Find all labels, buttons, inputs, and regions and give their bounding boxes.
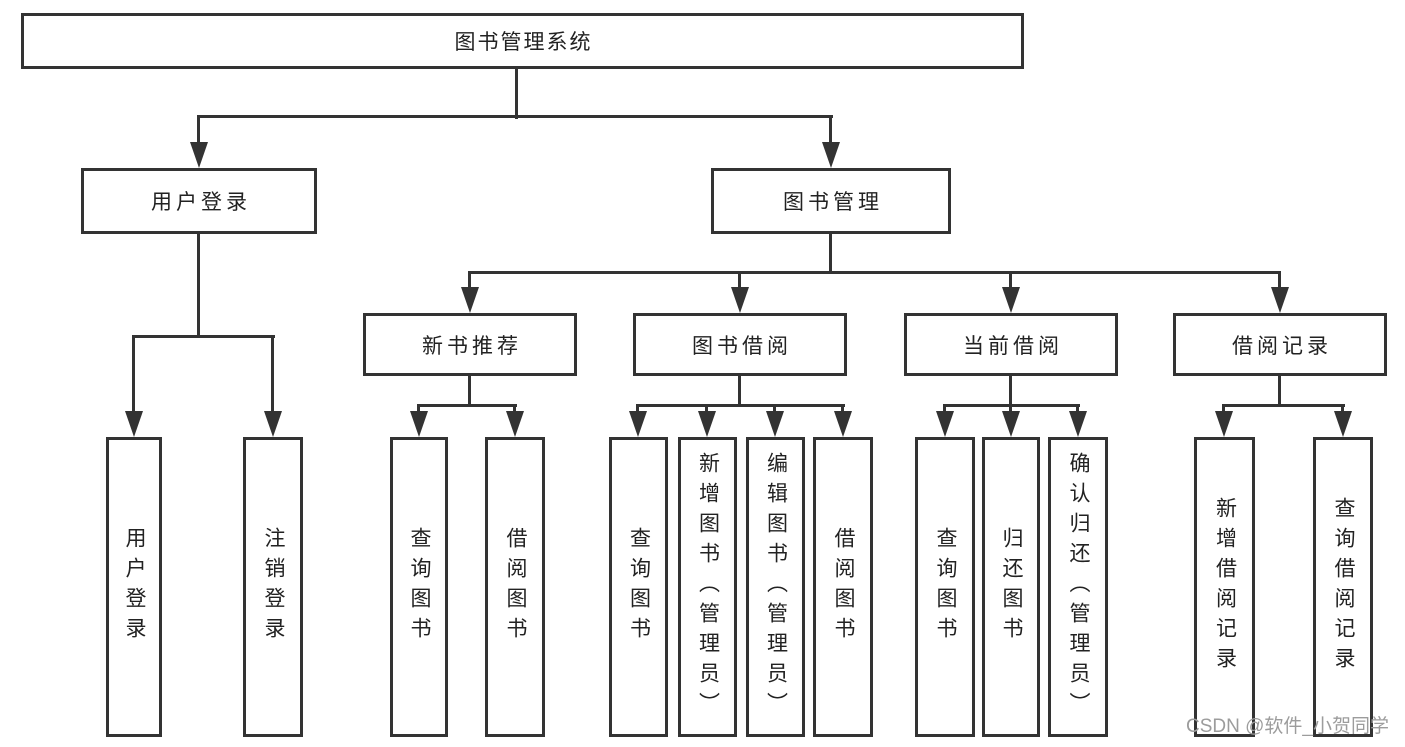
arrowhead-icon	[834, 411, 852, 437]
connector-line	[271, 337, 274, 414]
leaf-currentborrow-query: 查询图书	[915, 437, 975, 737]
connector-line	[197, 234, 200, 338]
arrowhead-icon	[461, 287, 479, 313]
connector-line	[1278, 273, 1281, 289]
node-borrow-records: 借阅记录	[1173, 313, 1387, 376]
connector-line	[1076, 406, 1079, 414]
node-book-management: 图书管理	[711, 168, 951, 234]
connector-line	[197, 115, 833, 118]
connector-line	[943, 404, 1080, 407]
arrowhead-icon	[506, 411, 524, 437]
connector-line	[773, 406, 776, 414]
node-new-books-label: 新书推荐	[422, 334, 522, 358]
arrowhead-icon	[1069, 411, 1087, 437]
arrowhead-icon	[125, 411, 143, 437]
connector-line	[132, 337, 135, 414]
arrowhead-icon	[1271, 287, 1289, 313]
connector-line	[1009, 376, 1012, 406]
arrowhead-icon	[766, 411, 784, 437]
arrowhead-icon	[264, 411, 282, 437]
connector-line	[738, 376, 741, 406]
node-user-login-label: 用户登录	[151, 191, 251, 214]
connector-line	[829, 234, 832, 274]
leaf-currentborrow-confirm: 确认归还（管理员）	[1048, 437, 1108, 737]
arrowhead-icon	[410, 411, 428, 437]
connector-line	[468, 271, 1281, 274]
arrowhead-icon	[822, 142, 840, 168]
arrowhead-icon	[936, 411, 954, 437]
connector-line	[829, 117, 832, 145]
connector-line	[1222, 406, 1225, 414]
leaf-bookborrow-borrow: 借阅图书	[813, 437, 873, 737]
leaf-records-add: 新增借阅记录	[1194, 437, 1255, 737]
arrowhead-icon	[1002, 411, 1020, 437]
node-borrow-records-label: 借阅记录	[1232, 334, 1332, 358]
connector-line	[636, 406, 639, 414]
node-root-label: 图书管理系统	[454, 31, 593, 54]
node-book-borrow: 图书借阅	[633, 313, 847, 376]
leaf-records-query: 查询借阅记录	[1313, 437, 1373, 737]
connector-line	[943, 406, 946, 414]
connector-line	[738, 273, 741, 289]
connector-line	[132, 335, 275, 338]
arrowhead-icon	[1334, 411, 1352, 437]
connector-line	[705, 406, 708, 414]
connector-line	[1009, 406, 1012, 414]
arrowhead-icon	[731, 287, 749, 313]
leaf-bookborrow-add: 新增图书（管理员）	[678, 437, 737, 737]
connector-line	[197, 117, 200, 145]
arrowhead-icon	[1215, 411, 1233, 437]
leaf-user-login: 用户登录	[106, 437, 162, 737]
leaf-newbooks-query: 查询图书	[390, 437, 448, 737]
connector-line	[468, 376, 471, 407]
leaf-currentborrow-return: 归还图书	[982, 437, 1040, 737]
node-current-borrow: 当前借阅	[904, 313, 1118, 376]
node-user-login: 用户登录	[81, 168, 317, 234]
arrowhead-icon	[629, 411, 647, 437]
connector-line	[515, 69, 518, 119]
connector-line	[841, 406, 844, 414]
connector-line	[1341, 406, 1344, 414]
leaf-bookborrow-query: 查询图书	[609, 437, 668, 737]
connector-line	[417, 404, 517, 407]
connector-line	[636, 404, 845, 407]
node-book-management-label: 图书管理	[783, 191, 883, 214]
connector-line	[1009, 273, 1012, 289]
connector-line	[1278, 376, 1281, 406]
connector-line	[468, 273, 471, 289]
arrowhead-icon	[1002, 287, 1020, 313]
connector-line	[1222, 404, 1345, 407]
leaf-bookborrow-edit: 编辑图书（管理员）	[746, 437, 805, 737]
leaf-logout: 注销登录	[243, 437, 303, 737]
connector-line	[417, 406, 420, 414]
arrowhead-icon	[190, 142, 208, 168]
leaf-newbooks-borrow: 借阅图书	[485, 437, 545, 737]
connector-line	[513, 406, 516, 414]
node-root: 图书管理系统	[21, 13, 1024, 69]
watermark: CSDN @软件_小贺同学	[1186, 716, 1389, 737]
arrowhead-icon	[698, 411, 716, 437]
node-current-borrow-label: 当前借阅	[963, 334, 1063, 358]
node-new-books: 新书推荐	[363, 313, 577, 376]
node-book-borrow-label: 图书借阅	[692, 334, 792, 358]
